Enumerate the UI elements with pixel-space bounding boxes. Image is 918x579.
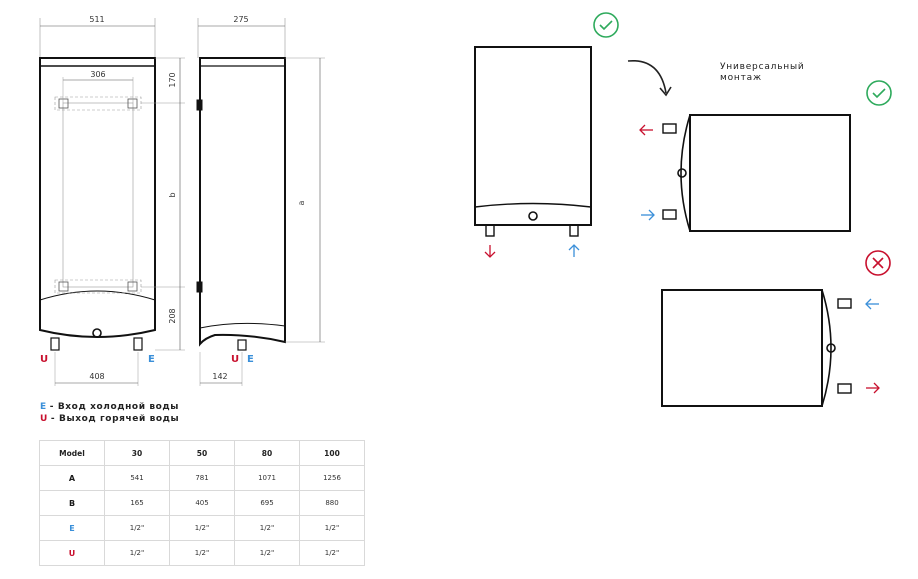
table-cell: 1/2" [104, 540, 170, 566]
dim-pipe-depth: 142 [212, 372, 227, 381]
table-cell: 1/2" [234, 515, 300, 541]
hot-out-arrow-down [484, 245, 496, 258]
table-cell: 1/2" [169, 515, 235, 541]
legend-cold: E- Вход холодной воды [40, 402, 179, 412]
table-header-cell: Model [39, 440, 105, 466]
legend-hot-code: U [40, 414, 48, 424]
dim-b: b [168, 192, 177, 197]
front-view [39, 18, 185, 386]
dim-width: 511 [89, 15, 104, 24]
table-cell: 165 [104, 490, 170, 516]
dim-mount-width: 306 [90, 70, 105, 79]
cold-in-arrow-up [568, 244, 580, 257]
vertical-mount-illustration [474, 46, 592, 237]
table-header-cell: 30 [104, 440, 170, 466]
mounting-note-line-2: монтаж [720, 73, 762, 83]
table-cell: 781 [169, 465, 235, 491]
port-hot-label: U [40, 354, 48, 365]
table-cell: 541 [104, 465, 170, 491]
table-cell: 1/2" [234, 540, 300, 566]
row-label: U [39, 540, 105, 566]
hot-out-arrow-left [639, 124, 653, 136]
hot-out-arrow-right [866, 382, 880, 394]
table-header-cell: 80 [234, 440, 300, 466]
legend-hot: U- Выход горячей воды [40, 414, 179, 424]
table-cell: 695 [234, 490, 300, 516]
horizontal-mount-right-illustration [661, 289, 852, 407]
check-circle-icon [866, 80, 892, 106]
mounting-note-line-1: Универсальный [720, 62, 805, 72]
side-port-hot-label: U [231, 354, 239, 365]
horizontal-mount-left-illustration [662, 114, 851, 232]
table-cell: 1/2" [169, 540, 235, 566]
table-cell: 1071 [234, 465, 300, 491]
table-header-row: Model 30 50 80 100 [39, 440, 365, 466]
table-header-cell: 100 [299, 440, 365, 466]
cold-in-arrow-left [865, 298, 879, 310]
mounting-note: Универсальный монтаж [720, 62, 805, 84]
side-port-cold-label: E [247, 354, 254, 365]
row-label: A [39, 465, 105, 491]
side-view [196, 18, 325, 386]
legend-hot-text: - Выход горячей воды [50, 414, 180, 424]
dim-pipe-spacing: 408 [89, 372, 104, 381]
row-label: B [39, 490, 105, 516]
legend-cold-text: - Вход холодной воды [49, 402, 180, 412]
legend-cold-code: E [40, 402, 47, 412]
curved-arrow-icon [627, 60, 672, 97]
table-cell: 880 [299, 490, 365, 516]
spec-table: Model 30 50 80 100 A 541 781 1071 1256 B… [39, 440, 365, 566]
table-cell: 1/2" [104, 515, 170, 541]
dim-top-offset: 170 [168, 72, 177, 87]
port-cold-label: E [148, 354, 155, 365]
x-circle-icon [865, 250, 891, 276]
check-circle-icon [593, 12, 619, 38]
table-row: B 165 405 695 880 [39, 490, 365, 516]
table-cell: 1/2" [299, 515, 365, 541]
table-row: U 1/2" 1/2" 1/2" 1/2" [39, 540, 365, 566]
table-row: E 1/2" 1/2" 1/2" 1/2" [39, 515, 365, 541]
dim-depth: 275 [233, 15, 248, 24]
table-cell: 405 [169, 490, 235, 516]
dim-a: a [297, 200, 306, 205]
table-row: A 541 781 1071 1256 [39, 465, 365, 491]
table-cell: 1/2" [299, 540, 365, 566]
table-header-cell: 50 [169, 440, 235, 466]
cold-in-arrow-right [641, 209, 655, 221]
dim-bottom-offset: 208 [168, 308, 177, 323]
table-cell: 1256 [299, 465, 365, 491]
row-label: E [39, 515, 105, 541]
